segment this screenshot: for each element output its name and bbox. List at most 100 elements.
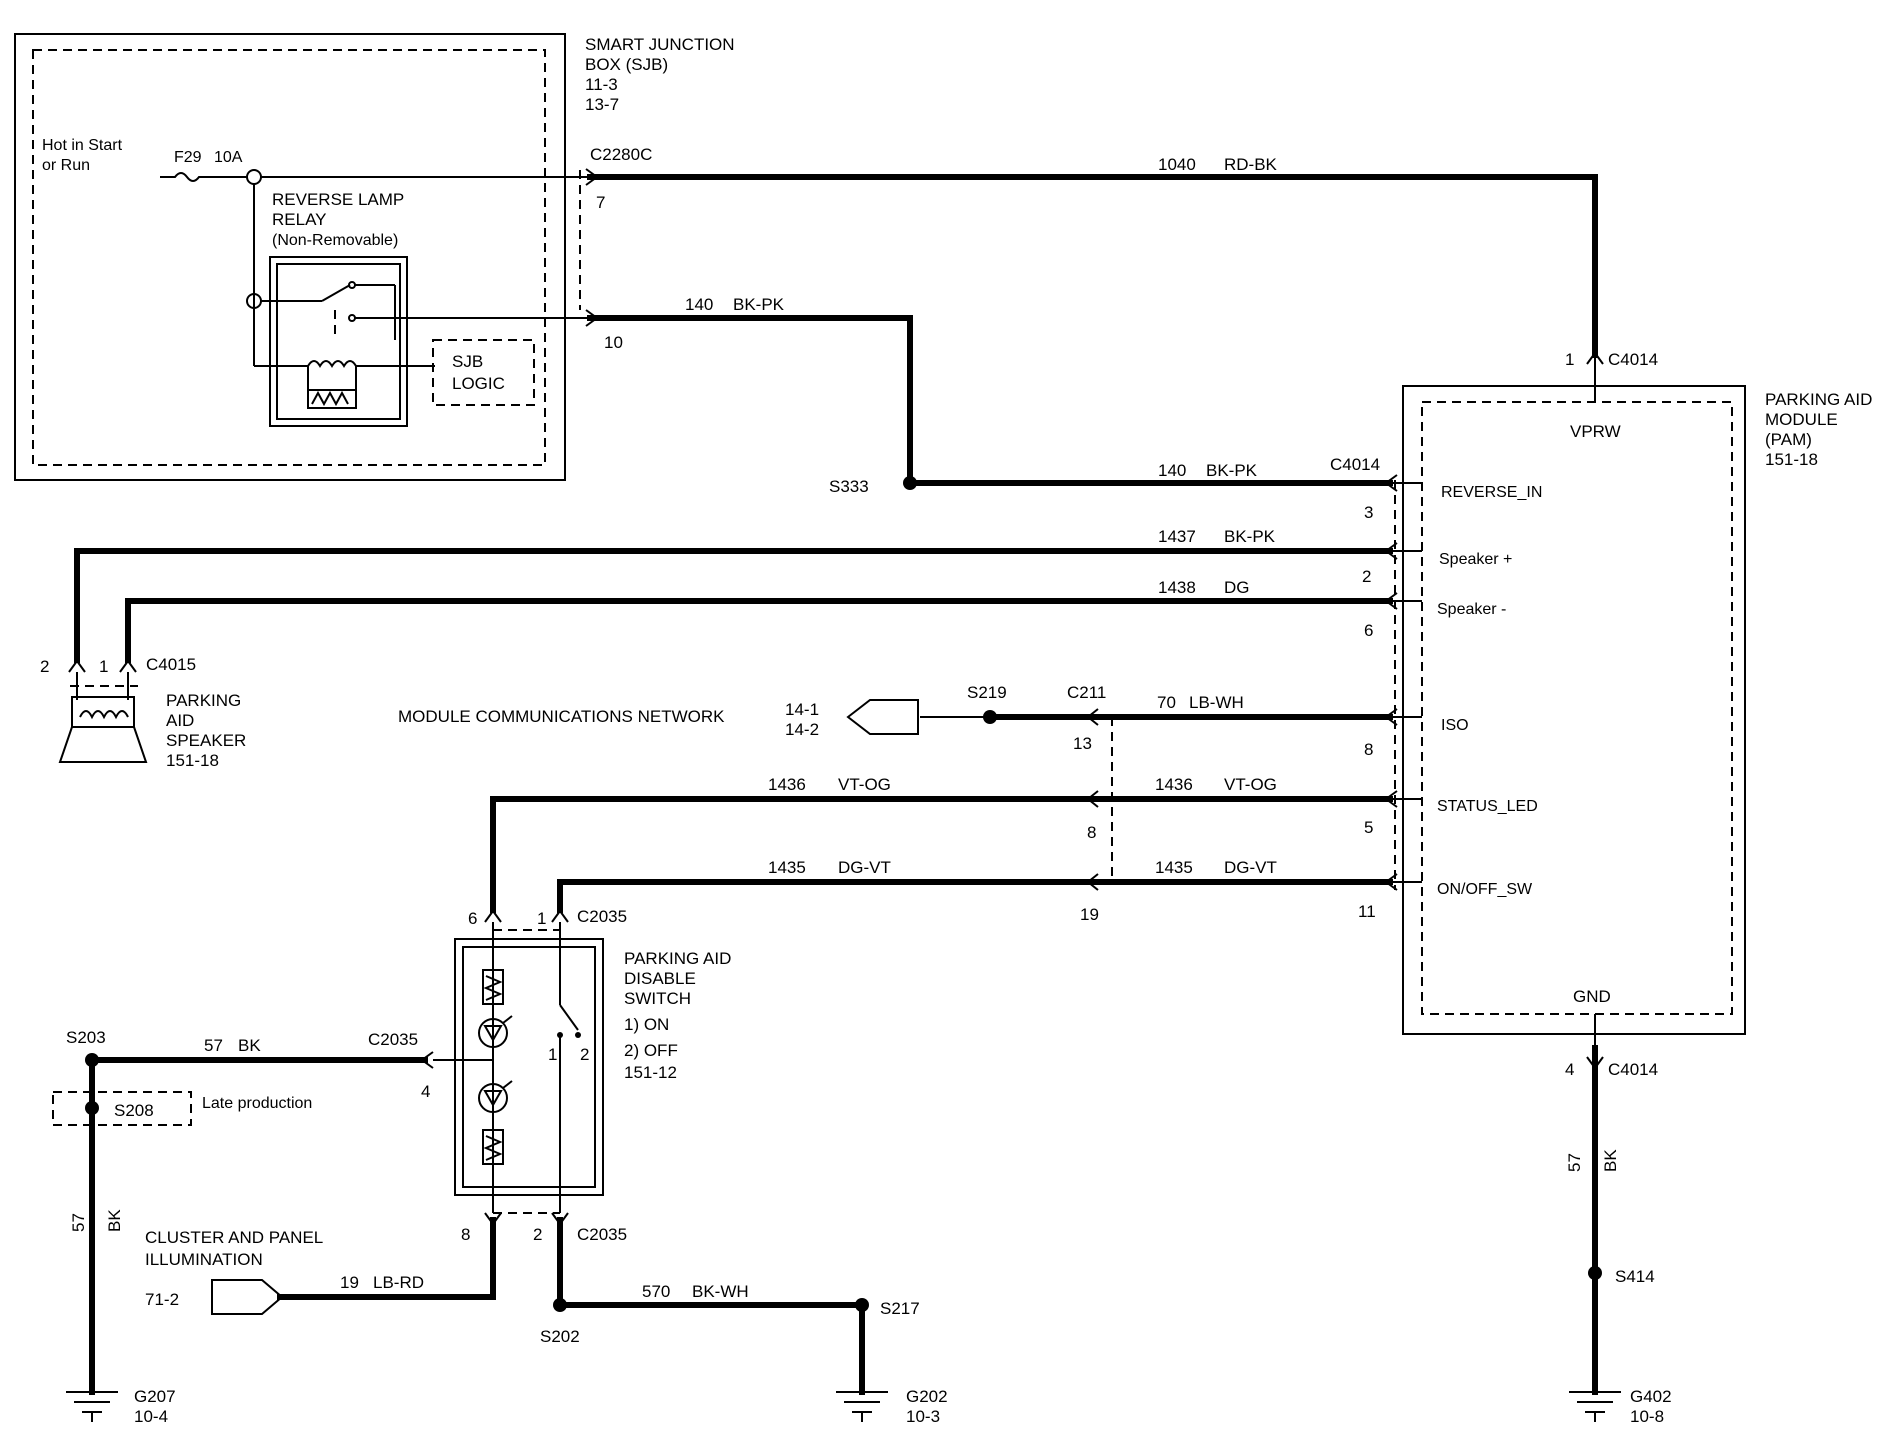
c4014-pin-8: 8 — [1364, 740, 1373, 759]
c2035-pin-6: 6 — [468, 909, 477, 928]
switch-inner-box — [462, 946, 596, 1188]
pam-title-line3: (PAM) — [1765, 430, 1812, 449]
wire-1436-right: 1436 VT-OG — [1087, 775, 1393, 802]
c4014-bottom-label: C4014 — [1608, 1060, 1658, 1079]
c4014-pin-2: 2 — [1362, 567, 1371, 586]
c4014-pin-11: 11 — [1358, 902, 1376, 921]
wire-1437-number: 1437 — [1158, 527, 1196, 546]
ground-g207-ref: 10-4 — [134, 1407, 168, 1426]
wire-19-color: LB-RD — [373, 1273, 424, 1292]
wire-140-upper: 140 BK-PK — [587, 295, 913, 486]
c4015-pin-2: 2 — [40, 657, 49, 676]
switch-title-line2: DISABLE — [624, 969, 696, 988]
late-production-box — [52, 1091, 192, 1126]
c2035-pin-1: 1 — [537, 909, 546, 928]
ground-g202-ref: 10-3 — [906, 1407, 940, 1426]
wire-57-right-color: BK — [1601, 1149, 1620, 1172]
ground-g207-label: G207 — [134, 1387, 176, 1406]
fuse-f29-icon — [160, 172, 214, 182]
module-communications-network: MODULE COMMUNICATIONS NETWORK 14-1 14-2 — [398, 699, 919, 739]
cluster-label-line1: CLUSTER AND PANEL — [145, 1228, 323, 1247]
wire-570-color: BK-WH — [692, 1282, 749, 1301]
wire-570-number: 570 — [642, 1282, 670, 1301]
c4014-pin-4: 4 — [1565, 1060, 1574, 1079]
wire-19-number: 19 — [340, 1273, 359, 1292]
sjb-ref-1: 11-3 — [585, 75, 618, 94]
ground-g402-label: G402 — [1630, 1387, 1672, 1406]
speaker-title-line3: SPEAKER — [166, 731, 246, 750]
wire-1435-left-number: 1435 — [768, 858, 806, 877]
c4015-pin2-icon — [68, 659, 86, 673]
ground-g402-icon — [1569, 1391, 1621, 1422]
pam-pin-status-led: STATUS_LED — [1437, 798, 1538, 815]
speaker-title-line2: AID — [166, 711, 194, 730]
wire-140-upper-number: 140 — [685, 295, 713, 314]
splice-s208-label: S208 — [114, 1101, 154, 1120]
c2035-pin2-icon — [551, 1212, 569, 1226]
wire-1437: 1437 BK-PK — [74, 527, 1393, 663]
switch-option-on: 1) ON — [624, 1015, 669, 1034]
wire-70: 70 LB-WH — [987, 693, 1393, 720]
wire-1040: 1040 RD-BK — [587, 155, 1598, 358]
wire-1438: 1438 DG — [125, 578, 1393, 663]
wire-1435-left: 1435 DG-VT — [557, 858, 1093, 913]
parking-aid-module: PARKING AID MODULE (PAM) 151-18 VPRW REV… — [1394, 385, 1872, 1035]
sjb-logic-line2: LOGIC — [452, 374, 505, 393]
switch-title-line3: SWITCH — [624, 989, 691, 1008]
splice-s217-label: S217 — [880, 1299, 920, 1318]
network-ref-1: 14-1 — [785, 700, 819, 719]
pam-pin-vprw: VPRW — [1570, 422, 1621, 441]
network-ref-2: 14-2 — [785, 720, 819, 739]
pam-title-line2: MODULE — [1765, 410, 1838, 429]
wire-1436-right-color: VT-OG — [1224, 775, 1277, 794]
switch-position-2: 2 — [580, 1045, 589, 1064]
network-connector-arrow-icon — [846, 699, 919, 735]
c2035-pin-8: 8 — [461, 1225, 470, 1244]
bus-node-icon — [246, 169, 262, 185]
c4014-pin-6: 6 — [1364, 621, 1373, 640]
sjb-inner-dashed-box — [32, 49, 546, 466]
ground-g202-icon — [836, 1391, 888, 1422]
wire-1438-number: 1438 — [1158, 578, 1196, 597]
c4014-mid-label: C4014 — [1330, 455, 1380, 474]
wire-19: 19 LB-RD — [277, 1217, 496, 1300]
wire-70-color: LB-WH — [1189, 693, 1244, 712]
c2280c-pin-10: 10 — [604, 333, 623, 352]
pam-inner-dashed-box — [1421, 401, 1733, 1015]
wire-1438-color: DG — [1224, 578, 1250, 597]
ground-g207-icon — [66, 1391, 118, 1422]
wire-570: 570 BK-WH — [557, 1217, 865, 1395]
wire-1435-right-number: 1435 — [1155, 858, 1193, 877]
c4015-pin-1: 1 — [99, 657, 108, 676]
splice-s414-label: S414 — [1615, 1267, 1655, 1286]
splice-s203-dot — [85, 1053, 99, 1067]
sjb-ref-2: 13-7 — [585, 95, 619, 114]
c4014-pin-1: 1 — [1565, 350, 1574, 369]
c4015-label: C4015 — [146, 655, 196, 674]
c211-pin-13: 13 — [1073, 734, 1092, 753]
sjb-outer-box — [14, 33, 566, 481]
c4014-pin-3: 3 — [1364, 503, 1373, 522]
wire-57-left-number: 57 — [69, 1213, 88, 1232]
wire-1436-left-color: VT-OG — [838, 775, 891, 794]
c2035-pin-2: 2 — [533, 1225, 542, 1244]
pam-pin-iso: ISO — [1441, 717, 1469, 734]
cluster-ref: 71-2 — [145, 1290, 179, 1309]
smart-junction-box: SMART JUNCTION BOX (SJB) 11-3 13-7 Hot i… — [14, 33, 735, 481]
wire-1435-right: 1435 DG-VT — [1087, 858, 1393, 885]
c2035-pin4-icon — [420, 1051, 434, 1069]
parking-aid-speaker: C4015 2 1 PARKING AID SPEAKER 151-18 — [40, 655, 246, 770]
fuse-rating: 10A — [214, 149, 243, 166]
wire-1436-left-number: 1436 — [768, 775, 806, 794]
hot-label-line1: Hot in Start — [42, 137, 123, 154]
wire-1436-right-number: 1436 — [1155, 775, 1193, 794]
pam-pin-on-off-sw: ON/OFF_SW — [1437, 881, 1533, 898]
c211-label: C211 — [1067, 683, 1106, 702]
grounds: G207 10-4 G202 10-3 G402 10-8 — [66, 1387, 1672, 1426]
splice-s333-label: S333 — [829, 477, 869, 496]
wire-57-switch-color: BK — [238, 1036, 261, 1055]
wire-1040-color: RD-BK — [1224, 155, 1278, 174]
splice-s219-dot — [983, 710, 997, 724]
pam-ref: 151-18 — [1765, 450, 1818, 469]
pam-pin-reverse-in: REVERSE_IN — [1441, 484, 1542, 501]
